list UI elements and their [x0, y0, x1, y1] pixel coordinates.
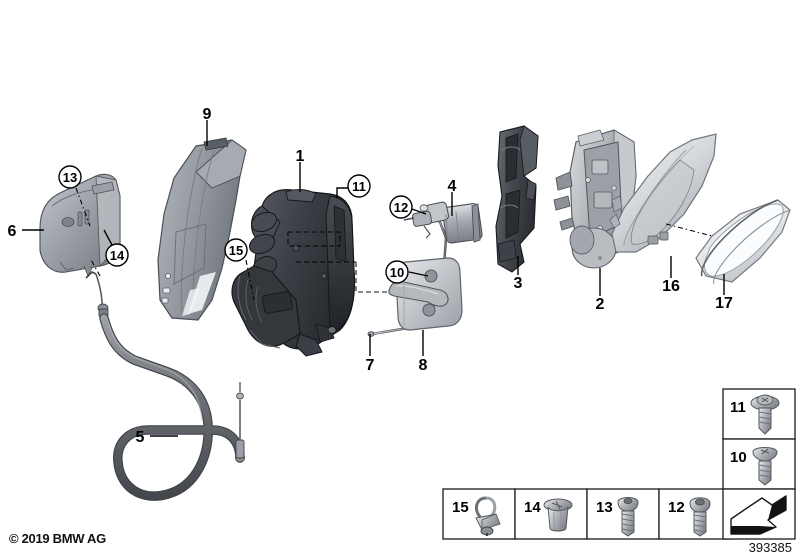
callout-circle-13: 13: [58, 165, 82, 189]
flange-head-screw-icon: [750, 394, 780, 435]
callout-2: 2: [596, 296, 605, 313]
callout-16: 16: [662, 278, 680, 295]
callout-circle-10: 10: [385, 260, 409, 284]
callout-9: 9: [203, 106, 212, 123]
callout-8: 8: [419, 357, 428, 374]
callout-3: 3: [514, 275, 523, 292]
callout-7: 7: [366, 357, 375, 374]
eyelet-stud-icon: [474, 496, 501, 536]
legend-box-11[interactable]: 11: [722, 388, 796, 440]
callout-circle-14-label: 14: [110, 248, 125, 263]
cap-fit-leader: [665, 223, 713, 237]
callout-plain-group: 1 2 3 4 5 6 7 8 9 16 17: [8, 106, 733, 446]
callout-1: 1: [296, 148, 305, 165]
legend-box-15-label: 15: [452, 499, 469, 516]
copyright-notice: © 2019 BMW AG: [9, 531, 106, 546]
part-door-handle-outer: [609, 133, 717, 253]
legend-box-15[interactable]: 15: [442, 488, 516, 540]
callout-circle-14: 14: [105, 243, 129, 267]
legend-box-10-label: 10: [730, 449, 747, 466]
callout-6: 6: [8, 223, 17, 240]
part-bowden-cable: [85, 271, 245, 501]
legend-stack: 11 10: [722, 388, 796, 540]
pan-head-screw-icon: [617, 497, 639, 537]
part-number: 393385: [748, 540, 792, 555]
legend-box-12-label: 12: [668, 499, 685, 516]
part-lock-cylinder-actuator: [403, 201, 483, 244]
part-handle-cover-cap: [695, 199, 791, 285]
part-door-handle-carrier: [39, 173, 121, 277]
countersunk-screw-icon: [752, 447, 778, 486]
legend-box-10[interactable]: 10: [722, 438, 796, 490]
expanding-rivet-icon: [543, 498, 573, 532]
callout-circle-12-label: 12: [394, 200, 408, 215]
callout-circle-15-label: 15: [229, 243, 243, 258]
legend-box-arrow[interactable]: [722, 488, 796, 540]
callout-circle-10-label: 10: [390, 265, 404, 280]
callout-circle-group: 10 11 12 13 14 15: [58, 165, 413, 284]
direction-arrow-icon: [730, 495, 787, 535]
callout-circle-12: 12: [389, 195, 413, 219]
legend-box-13[interactable]: 13: [586, 488, 660, 540]
legend-row: 15 14 13: [442, 488, 732, 540]
callout-17: 17: [715, 295, 733, 312]
part-sound-insulation-shield: [157, 137, 247, 321]
part-striker-plate: [388, 257, 463, 331]
legend-box-12[interactable]: 12: [658, 488, 732, 540]
legend-box-14-label: 14: [524, 499, 541, 516]
callout-circle-11: 11: [347, 174, 371, 198]
callout-5: 5: [136, 429, 145, 446]
part-door-lock-module: [231, 189, 398, 357]
callout-circle-15: 15: [224, 238, 248, 262]
legend-box-13-label: 13: [596, 499, 613, 516]
legend-box-11-label: 11: [730, 399, 746, 416]
button-head-screw-icon: [689, 497, 711, 537]
legend-box-14[interactable]: 14: [514, 488, 588, 540]
callout-leaders: [22, 120, 725, 437]
part-lock-bracket: [495, 125, 539, 273]
callout-circle-11-label: 11: [352, 179, 366, 194]
callout-4: 4: [448, 178, 457, 195]
callout-circle-13-label: 13: [63, 170, 77, 185]
